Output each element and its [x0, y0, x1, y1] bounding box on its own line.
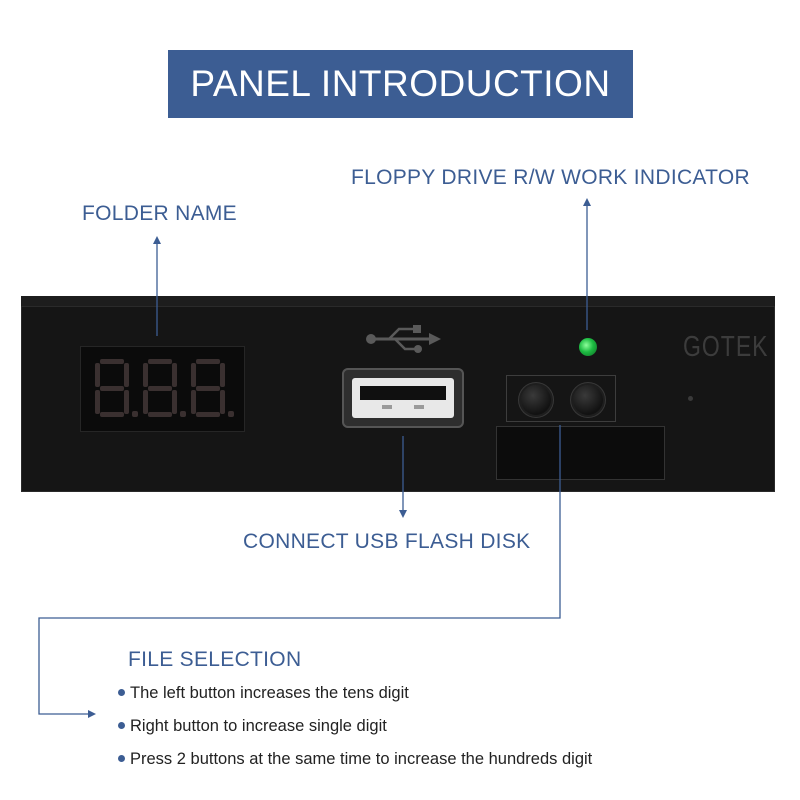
- callout-usb-flash-disk: CONNECT USB FLASH DISK: [243, 530, 531, 553]
- bullet-icon: [118, 755, 125, 762]
- usb-port-opening: [352, 378, 454, 418]
- usb-port[interactable]: [342, 368, 464, 428]
- slot-recess: [496, 426, 665, 480]
- file-selection-buttons: [506, 375, 616, 422]
- bullet-text: The left button increases the tens digit: [130, 684, 409, 702]
- display-digit-units: [191, 359, 234, 417]
- display-digit-hundreds: [95, 359, 138, 417]
- right-button[interactable]: [573, 385, 603, 415]
- title-banner: PANEL INTRODUCTION: [168, 50, 633, 118]
- device-top-edge: [21, 296, 775, 306]
- bullet-icon: [118, 689, 125, 696]
- page-title: PANEL INTRODUCTION: [190, 63, 611, 104]
- display-digit-tens: [143, 359, 186, 417]
- file-selection-arrowhead: [88, 710, 96, 718]
- bullet-icon: [118, 722, 125, 729]
- usb-icon: [363, 324, 443, 354]
- list-item: Press 2 buttons at the same time to incr…: [118, 748, 592, 781]
- callout-file-selection: FILE SELECTION: [128, 648, 302, 671]
- seven-segment-display: [80, 346, 245, 432]
- usb-port-tongue: [360, 386, 446, 400]
- usb-contact-slot: [414, 405, 424, 409]
- list-item: The left button increases the tens digit: [118, 682, 592, 715]
- indicator-arrowhead: [583, 198, 591, 206]
- reset-hole: [688, 396, 693, 401]
- bullet-text: Right button to increase single digit: [130, 717, 387, 735]
- file-selection-list: The left button increases the tens digit…: [118, 682, 592, 781]
- rw-indicator-led: [579, 338, 597, 356]
- left-button[interactable]: [521, 385, 551, 415]
- brand-logo: GOTEK: [683, 329, 769, 363]
- bullet-text: Press 2 buttons at the same time to incr…: [130, 750, 593, 768]
- callout-rw-indicator: FLOPPY DRIVE R/W WORK INDICATOR: [351, 166, 751, 189]
- usb-arrowhead: [399, 510, 407, 518]
- list-item: Right button to increase single digit: [118, 715, 592, 748]
- usb-contact-slot: [382, 405, 392, 409]
- callout-folder-name: FOLDER NAME: [82, 202, 237, 225]
- folder-name-arrowhead: [153, 236, 161, 244]
